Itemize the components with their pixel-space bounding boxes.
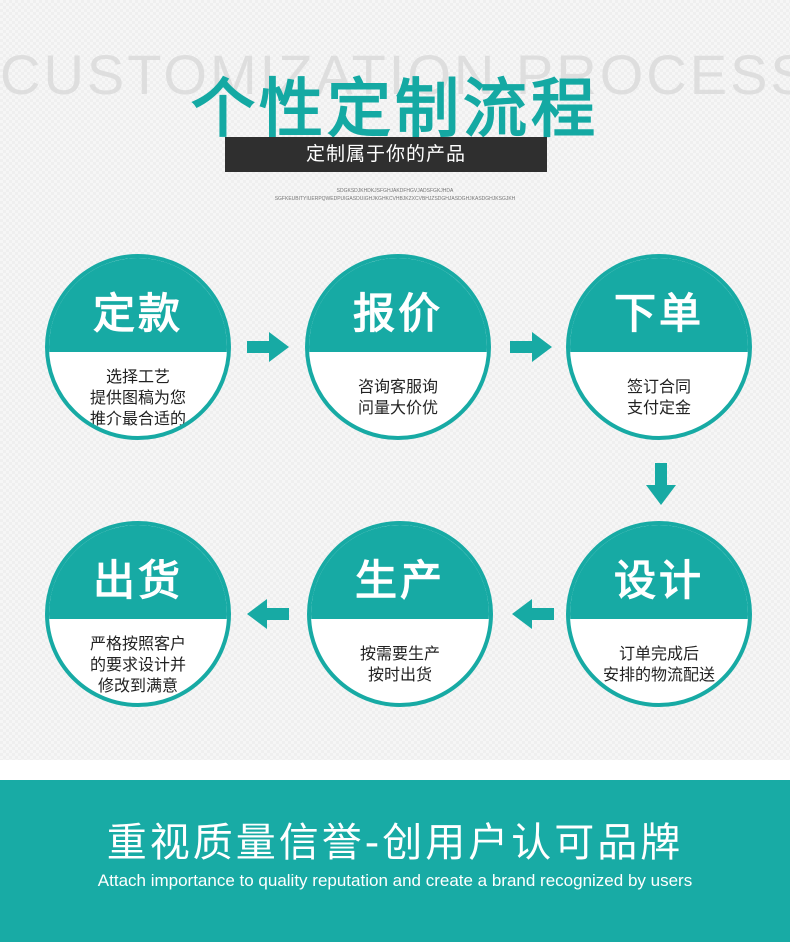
arrow-right-icon (247, 332, 289, 362)
slogan-band (0, 780, 790, 942)
step-circle-header (49, 258, 227, 352)
step-description-line: 严格按照客户 (89, 633, 186, 653)
step-circle-design: 设计 订单完成后 安排的物流配送 (566, 521, 752, 707)
step-title: 报价 (352, 289, 443, 338)
step-title: 生产 (354, 556, 445, 605)
step-description-line: 推介最合适的 (89, 408, 186, 428)
step-description: 按需要生产 按时出货 (311, 621, 489, 703)
step-description-line: 支付定金 (626, 398, 691, 417)
step-circle-order: 下单 签订合同 支付定金 (566, 254, 752, 440)
arrow-right-icon (510, 332, 552, 362)
step-description-line: 提供图稿为您 (89, 387, 186, 407)
step-description-line: 按时出货 (367, 665, 432, 684)
step-description-line: 的要求设计并 (89, 654, 186, 674)
decorative-letters-line-1: SDGKSDJKHDKJSFGHJAKDFHGVJADSFGKJHDA (336, 188, 454, 194)
step-description: 签订合同 支付定金 (570, 354, 748, 436)
step-description: 咨询客服询 问量大价优 (309, 354, 487, 436)
step-description-line: 签订合同 (626, 377, 691, 396)
step-circle-header (311, 525, 489, 619)
arrow-down-icon (646, 463, 676, 505)
background-watermark-text: CUSTOMIZATION PROCESS (0, 43, 790, 106)
step-circle-header (49, 525, 227, 619)
step-description: 订单完成后 安排的物流配送 (570, 621, 748, 703)
step-title: 出货 (92, 556, 183, 605)
step-description: 严格按照客户 的要求设计并 修改到满意 (49, 621, 227, 703)
arrow-left-icon (512, 599, 554, 629)
step-title: 定款 (92, 289, 183, 338)
step-circle-header (309, 258, 487, 352)
step-description-line: 问量大价优 (357, 398, 438, 417)
slogan-english: Attach importance to quality reputation … (97, 871, 693, 890)
step-description-line: 订单完成后 (618, 644, 699, 663)
step-description-line: 安排的物流配送 (602, 665, 715, 684)
step-circle-quote: 报价 咨询客服询 问量大价优 (305, 254, 491, 440)
step-description-line: 选择工艺 (105, 366, 170, 386)
step-circle-quote-design: 定款 选择工艺 提供图稿为您 推介最合适的 (45, 254, 231, 440)
step-title: 设计 (613, 556, 704, 605)
step-description-line: 修改到满意 (97, 675, 178, 695)
step-description-line: 按需要生产 (359, 644, 440, 663)
arrow-left-icon (247, 599, 289, 629)
decorative-letters-line-2: SGFKEUBITYIUERPQWEDPUIGASDUIGHJKGHKCVHBJ… (274, 196, 516, 202)
step-description-line: 咨询客服询 (357, 377, 438, 396)
step-circle-shipping: 出货 严格按照客户 的要求设计并 修改到满意 (45, 521, 231, 707)
slogan-chinese: 重视质量信誉-创用户认可品牌 (106, 820, 684, 866)
step-circle-header (570, 258, 748, 352)
step-circle-production: 生产 按需要生产 按时出货 (307, 521, 493, 707)
page-title: 个性定制流程 (191, 73, 599, 147)
step-title: 下单 (613, 289, 704, 338)
step-description: 选择工艺 提供图稿为您 推介最合适的 (49, 354, 227, 436)
step-circle-header (570, 525, 748, 619)
subtitle-banner: 定制属于你的产品 (225, 137, 547, 172)
